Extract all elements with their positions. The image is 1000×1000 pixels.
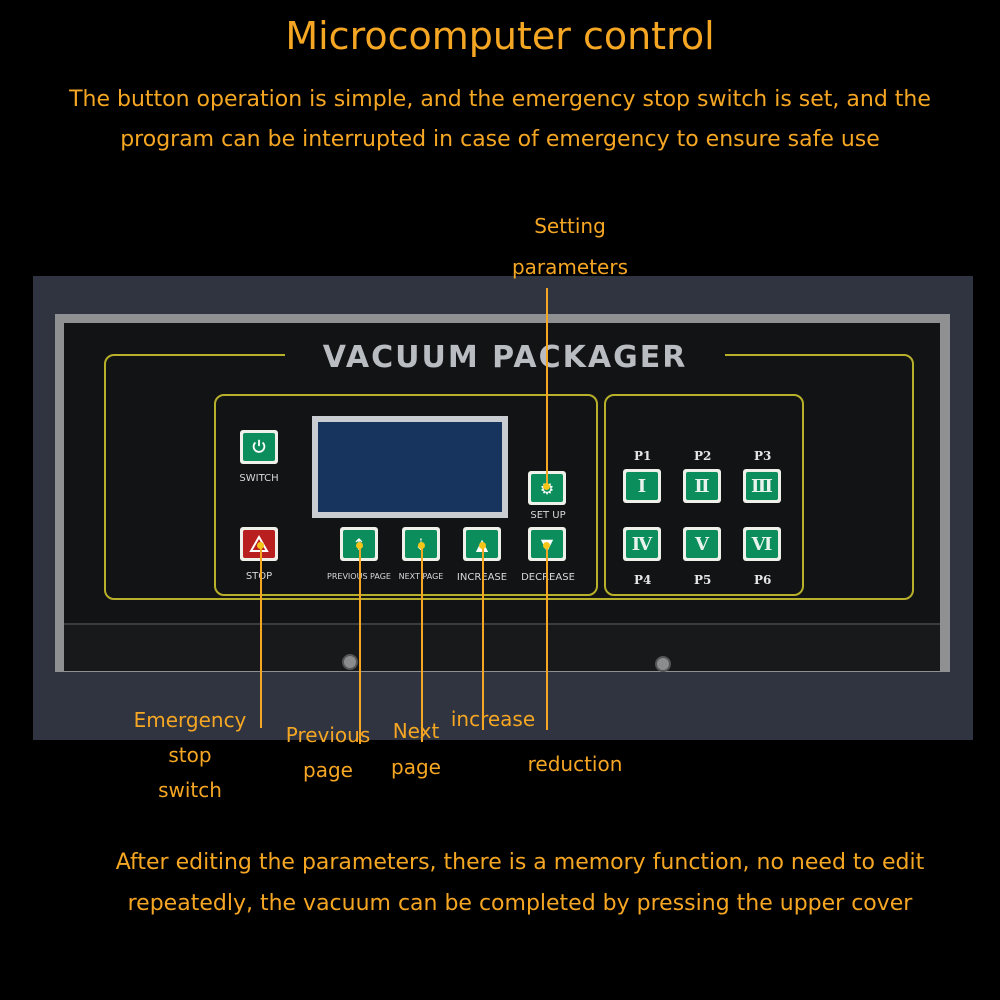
previous-page-label: PREVIOUS PAGE [327,572,391,581]
program-5-button[interactable]: Ⅴ [683,527,721,561]
p3-label: P3 [754,449,772,463]
callout-switch: switch [158,778,222,802]
outro-text: After editing the parameters, there is a… [115,850,925,916]
screw-icon [655,656,671,672]
setup-leader-line [546,288,548,486]
next-leader-line [421,546,423,742]
set-up-label: SET UP [530,510,566,521]
callout-emergency: Emergency [133,708,247,732]
p6-label: P6 [754,573,772,587]
power-switch-button[interactable] [240,430,278,464]
program-6-button[interactable]: Ⅵ [743,527,781,561]
main-controls-group [214,394,598,596]
callout-reduction: reduction [527,752,623,776]
increase-marker [479,542,486,549]
stop-label: STOP [245,571,273,582]
setup-marker [543,483,550,490]
callout-next-page: page [391,755,441,779]
callout-stop: stop [168,743,212,767]
previous-marker [356,542,363,549]
previous-leader-line [359,546,361,744]
program-keys-group [604,394,804,596]
switch-label: SWITCH [239,473,279,484]
lcd-screen [312,416,508,518]
stop-leader-line [260,546,262,728]
callout-previous: Previous [285,723,371,747]
program-1-button[interactable]: Ⅰ [623,469,661,503]
increase-leader-line [482,546,484,730]
callout-parameters: parameters [511,255,628,279]
callout-previous-page: page [303,758,353,782]
p5-label: P5 [694,573,712,587]
p4-label: P4 [634,573,652,587]
decrease-label: DECREASE [521,572,575,583]
decrease-leader-line [546,546,548,730]
callout-setting: Setting [534,214,606,238]
program-2-button[interactable]: Ⅱ [683,469,721,503]
page-title: Microcomputer control [285,14,715,58]
power-icon [252,439,266,453]
intro-text: The button operation is simple, and the … [69,87,931,152]
p2-label: P2 [694,449,712,463]
decrease-marker [543,542,550,549]
screw-icon [342,654,358,670]
panel-base [64,623,940,671]
callout-next: Next [392,719,440,743]
program-3-button[interactable]: Ⅲ [743,469,781,503]
next-marker [418,542,425,549]
callout-increase: increase [450,707,536,731]
p1-label: P1 [634,449,652,463]
brand-label: VACUUM PACKAGER [285,340,725,375]
program-4-button[interactable]: Ⅳ [623,527,661,561]
stop-marker [257,542,264,549]
